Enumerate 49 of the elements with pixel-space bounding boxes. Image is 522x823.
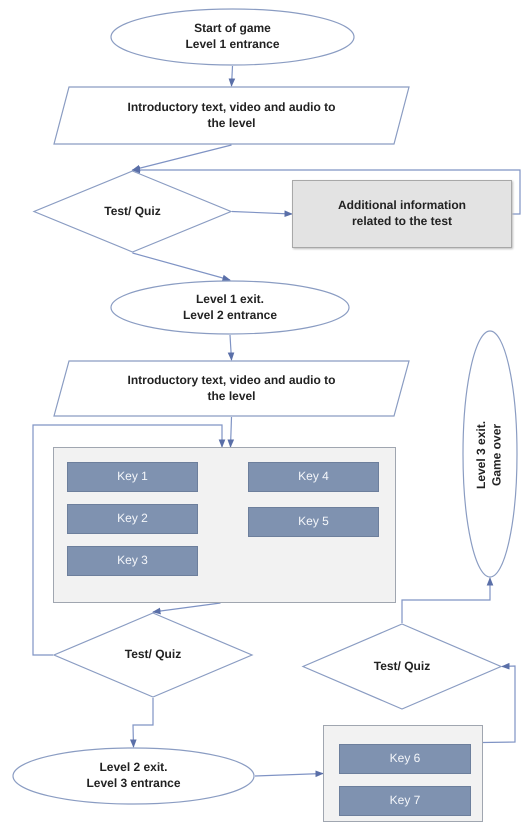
node-label: Level 3 exit. Game over (474, 418, 505, 490)
node-label: Start of game Level 1 entrance (184, 21, 281, 53)
terminal-ellipse (110, 8, 355, 66)
key-label: Key 1 (117, 469, 148, 485)
key-label: Key 6 (390, 751, 420, 767)
arrow (152, 602, 221, 614)
arrow (228, 66, 236, 87)
key-tile (339, 744, 471, 774)
key-tile (339, 786, 471, 816)
node-label: Introductory text, video and audio to the level (126, 372, 336, 404)
arrow (130, 698, 154, 748)
node-label: Level 2 exit. Level 3 entrance (85, 760, 182, 792)
node-label: Test/ Quiz (124, 647, 182, 663)
key-panel (323, 725, 483, 822)
input-parallelogram (53, 86, 410, 145)
arrow (32, 424, 226, 656)
arrow (227, 416, 234, 448)
node-label: Test/ Quiz (374, 658, 430, 674)
node-label: Test/ Quiz (104, 204, 161, 220)
decision-diamond (53, 612, 253, 698)
arrow (232, 210, 293, 218)
key-tile (67, 546, 198, 576)
info-box (292, 180, 512, 248)
key-tile (248, 462, 379, 492)
arrow (228, 334, 234, 361)
key-tile (67, 504, 198, 534)
terminal-ellipse (12, 747, 255, 805)
key-panel (53, 447, 396, 603)
terminal-ellipse (462, 330, 518, 578)
arrow (132, 144, 232, 172)
arrow (254, 770, 324, 778)
key-label: Key 7 (390, 793, 420, 809)
key-tile (248, 507, 379, 537)
arrow (482, 662, 516, 744)
node-label: Additional information related to the test (337, 198, 467, 230)
key-label: Key 5 (298, 514, 329, 530)
arrow (132, 166, 521, 215)
key-label: Key 2 (117, 511, 148, 527)
key-label: Key 4 (298, 469, 329, 485)
arrow (401, 577, 494, 623)
terminal-ellipse (110, 280, 350, 335)
key-tile (67, 462, 198, 492)
arrow (132, 252, 231, 282)
node-label: Introductory text, video and audio to the level (126, 100, 336, 132)
decision-diamond (302, 623, 502, 710)
node-label: Level 1 exit. Level 2 entrance (182, 292, 278, 324)
input-parallelogram (53, 360, 410, 417)
key-label: Key 3 (117, 553, 148, 569)
decision-diamond (33, 170, 232, 253)
